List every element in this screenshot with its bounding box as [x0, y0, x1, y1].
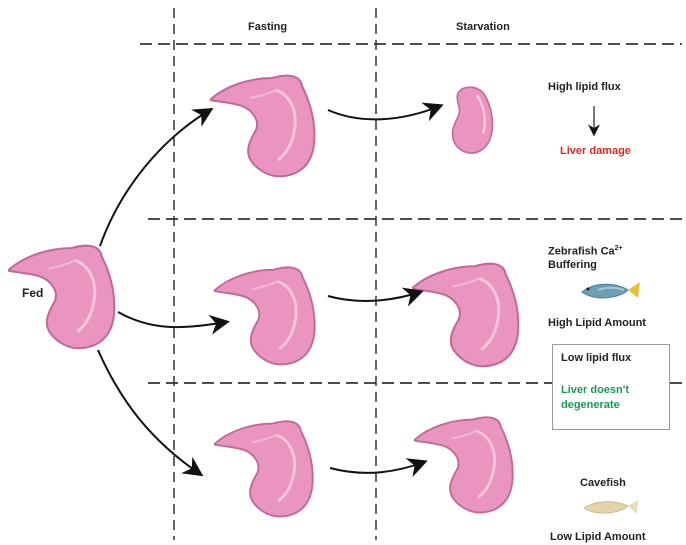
liver-middle-fasting — [214, 267, 315, 364]
liver-middle-starvation — [412, 264, 518, 367]
liver-bottom-fasting — [214, 421, 313, 516]
low-lipid-flux-label: Low lipid flux — [561, 351, 631, 365]
ca-charge-superscript: 2+ — [615, 245, 623, 252]
liver-bottom-starvation — [414, 417, 513, 512]
arrow-top-fasting-to-starvation — [328, 106, 440, 119]
liver-damage-label: Liver damage — [560, 144, 631, 158]
zebrafish-ca-text: Zebrafish Ca — [548, 246, 615, 258]
column-header-starvation: Starvation — [456, 20, 510, 34]
high-lipid-flux-label: High lipid flux — [548, 80, 621, 94]
buffering-label: Buffering — [548, 258, 597, 272]
arrow-fed-to-top-fasting — [100, 110, 210, 246]
cavefish-icon — [584, 500, 638, 514]
column-header-fasting: Fasting — [248, 20, 287, 34]
high-lipid-amount-label: High Lipid Amount — [548, 316, 646, 330]
low-lipid-amount-label: Low Lipid Amount — [550, 530, 646, 544]
low-lipid-flux-note: Low lipid flux Liver doesn't degenerate — [552, 344, 670, 430]
liver-top-starvation — [453, 87, 493, 153]
liver-top-fasting — [210, 76, 314, 177]
arrow-bottom-fasting-to-starvation — [330, 462, 424, 473]
arrow-fed-to-middle-fasting — [118, 312, 226, 327]
liver-doesnt-label: Liver doesn't — [561, 383, 629, 397]
cavefish-label: Cavefish — [580, 476, 626, 490]
arrow-fed-to-bottom-fasting — [98, 350, 200, 474]
arrow-middle-fasting-to-starvation — [328, 292, 420, 301]
fed-label: Fed — [22, 286, 43, 300]
zebrafish-buffering-label: Zebrafish Ca2+ — [548, 242, 623, 259]
zebrafish-icon — [582, 282, 640, 298]
degenerate-label: degenerate — [561, 398, 620, 412]
